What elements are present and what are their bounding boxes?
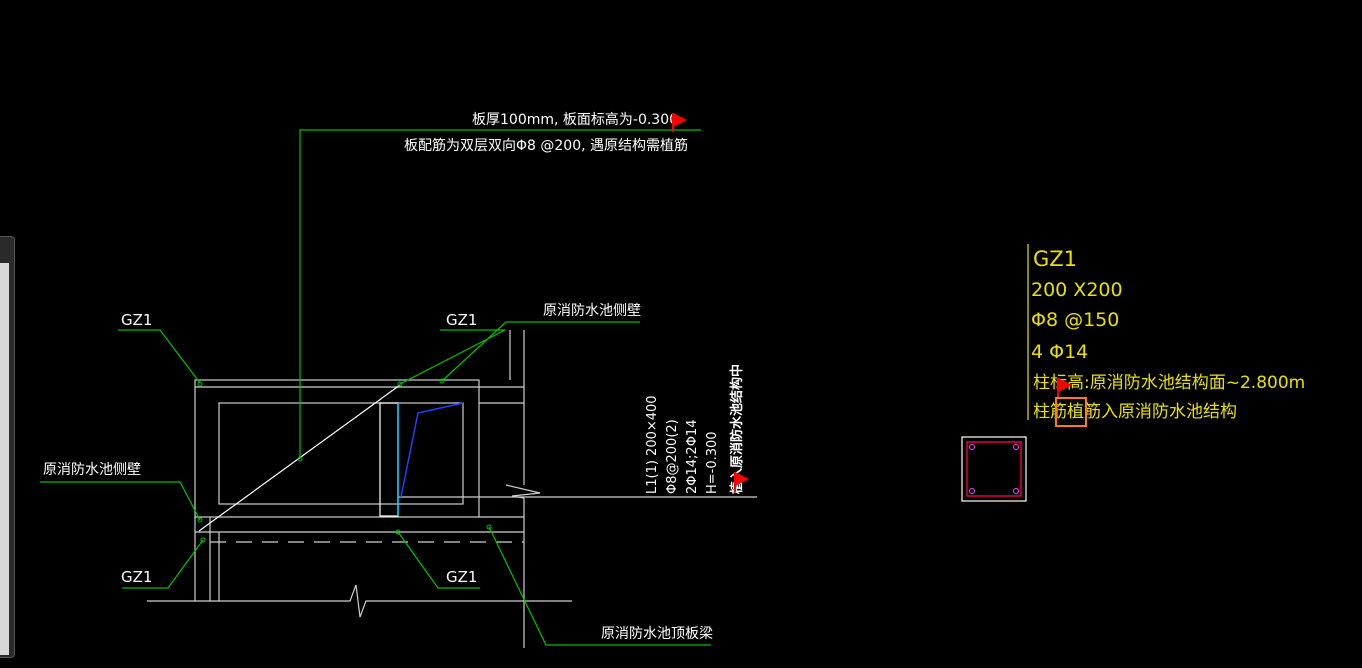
plan-outline (147, 330, 757, 648)
slab-note-line1: 板厚100mm, 板面标高为-0.300 (472, 111, 678, 128)
slab-note-red-marker (673, 113, 687, 127)
label-gz1-bottom-left: GZ1 (121, 568, 152, 586)
slab-note-line2: 板配筋为双层双向Φ8 @200, 遇原结构需植筋 (404, 137, 688, 154)
column-note-name: GZ1 (1033, 247, 1077, 271)
column-note-elevation: 柱标高:原消防水池结构面~2.800m (1033, 373, 1305, 393)
column-note-anchor: 柱筋植筋入原消防水池结构 (1033, 402, 1237, 422)
column-note-stirrup: Φ8 @150 (1031, 309, 1119, 331)
beam-note-line5: 植入原消防水池结构中 (729, 364, 745, 495)
label-wall-top: 原消防水池侧壁 (543, 303, 641, 319)
label-top-beam: 原消防水池顶板梁 (601, 626, 713, 642)
beam-note-line4: H=-0.300 (705, 431, 720, 494)
leader-dots (197, 378, 492, 543)
label-gz1-bottom-mid: GZ1 (446, 568, 477, 586)
label-gz1-top-left: GZ1 (121, 311, 152, 329)
leader-lines (40, 129, 711, 646)
beam-note-red-marker (735, 472, 749, 486)
side-panel-tab[interactable] (0, 236, 15, 658)
selection-grip-box[interactable] (1055, 397, 1087, 427)
label-gz1-top-mid: GZ1 (446, 311, 477, 329)
label-wall-left: 原消防水池侧壁 (43, 462, 141, 478)
column-note-red-marker (1058, 378, 1072, 392)
beam-rebar-blue-line (400, 402, 464, 498)
column-note-main-bar: 4 Φ14 (1031, 341, 1088, 363)
beam-note: L1(1) 200×400 Φ8@200(2) 2Φ14;2Φ14 H=-0.3… (645, 364, 745, 495)
side-panel-scroll[interactable] (0, 263, 9, 655)
beam-note-line1: L1(1) 200×400 (645, 395, 660, 494)
beam-note-line2: Φ8@200(2) (665, 419, 680, 494)
beam-note-line3: 2Φ14;2Φ14 (685, 420, 700, 494)
column-note-size: 200 X200 (1031, 279, 1123, 301)
column-note: GZ1 200 X200 Φ8 @150 4 Φ14 柱标高:原消防水池结构面~… (1031, 247, 1305, 422)
column-section-detail (961, 436, 1027, 502)
